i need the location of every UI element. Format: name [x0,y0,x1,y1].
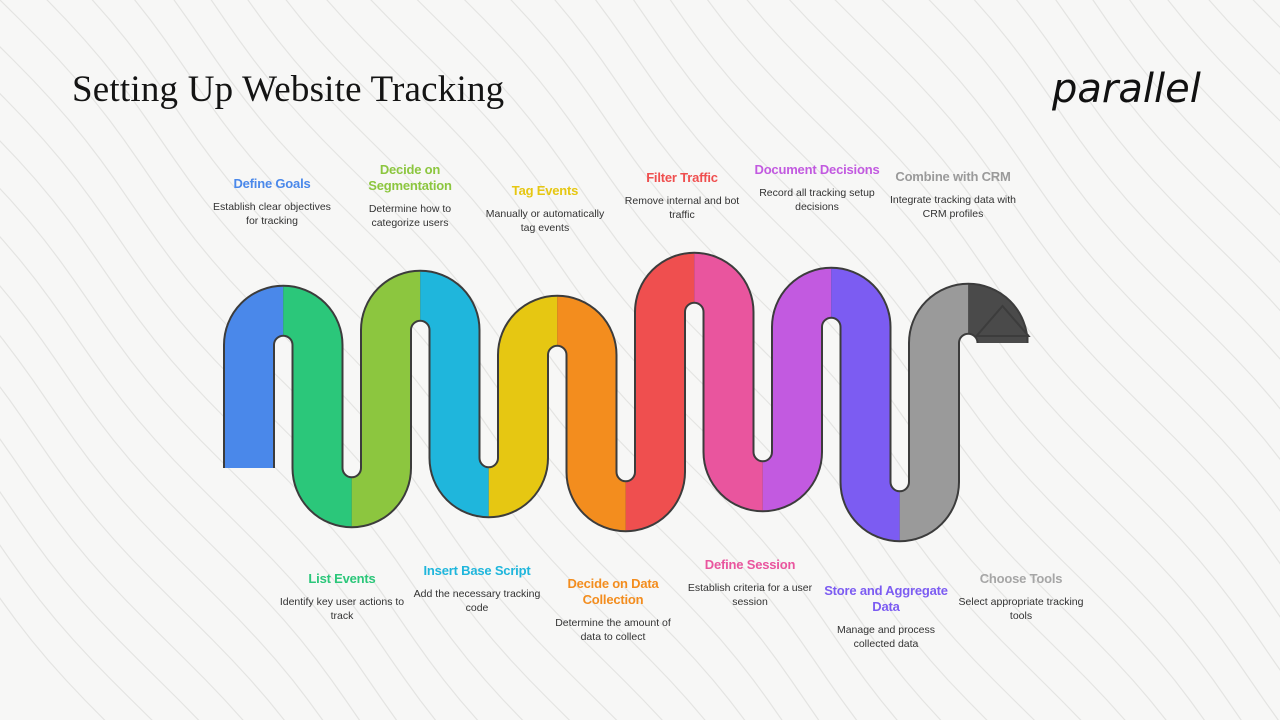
step-choose-tools: Choose Tools Select appropriate tracking… [956,571,1086,623]
road-segment [225,286,285,468]
step-define-session: Define Session Establish criteria for a … [685,557,815,609]
step-title: Decide on Data Collection [567,576,659,607]
step-description: Manage and process collected data [836,624,936,650]
logo: parallel [1052,66,1201,112]
step-description: Establish criteria for a user session [687,582,813,608]
step-title: Store and Aggregate Data [824,583,948,614]
road-segment [281,286,354,527]
step-description: Add the necessary tracking code [413,588,541,614]
step-description: Determine how to categorize users [368,203,452,229]
road-segment [692,253,765,511]
step-description: Determine the amount of data to collect [555,617,671,643]
step-description: Integrate tracking data with CRM profile… [889,194,1017,220]
step-store-aggregate-data: Store and Aggregate Data Manage and proc… [821,583,951,651]
road-segment [829,268,902,541]
step-title: Tag Events [511,183,579,198]
road-segment [898,284,970,541]
step-document-decisions: Document Decisions Record all tracking s… [752,162,882,214]
road-segment [418,271,491,517]
step-title: List Events [308,571,376,586]
step-title: Insert Base Script [423,563,531,578]
road-segment [350,271,422,527]
step-combine-crm: Combine with CRM Integrate tracking data… [888,169,1018,221]
step-tag-events: Tag Events Manually or automatically tag… [480,183,610,235]
step-description: Manually or automatically tag events [485,208,605,234]
step-description: Identify key user actions to track [279,596,405,622]
arrow-head-icon [974,304,1031,337]
step-description: Establish clear objectives for tracking [213,201,331,227]
step-title: Define Goals [233,176,311,191]
step-decide-data-collection: Decide on Data Collection Determine the … [548,576,678,644]
road-segment [555,296,628,531]
step-title: Combine with CRM [895,169,1011,184]
step-decide-segmentation: Decide on Segmentation Determine how to … [345,162,475,230]
step-filter-traffic: Filter Traffic Remove internal and bot t… [617,170,747,222]
step-insert-base-script: Insert Base Script Add the necessary tra… [412,563,542,615]
step-define-goals: Define Goals Establish clear objectives … [207,176,337,228]
step-description: Record all tracking setup decisions [759,187,875,213]
road-segment [761,268,833,511]
step-title: Decide on Segmentation [368,162,452,193]
step-title: Document Decisions [754,162,880,177]
step-list-events: List Events Identify key user actions to… [277,571,407,623]
step-title: Choose Tools [979,571,1063,586]
step-title: Filter Traffic [646,170,718,185]
step-description: Select appropriate tracking tools [958,596,1084,622]
road-segment [624,253,696,531]
step-title: Define Session [704,557,796,572]
step-description: Remove internal and bot traffic [624,195,740,221]
logo-text: parallel [1052,66,1201,112]
page-title: Setting Up Website Tracking [72,69,505,110]
road-segment [487,296,559,517]
